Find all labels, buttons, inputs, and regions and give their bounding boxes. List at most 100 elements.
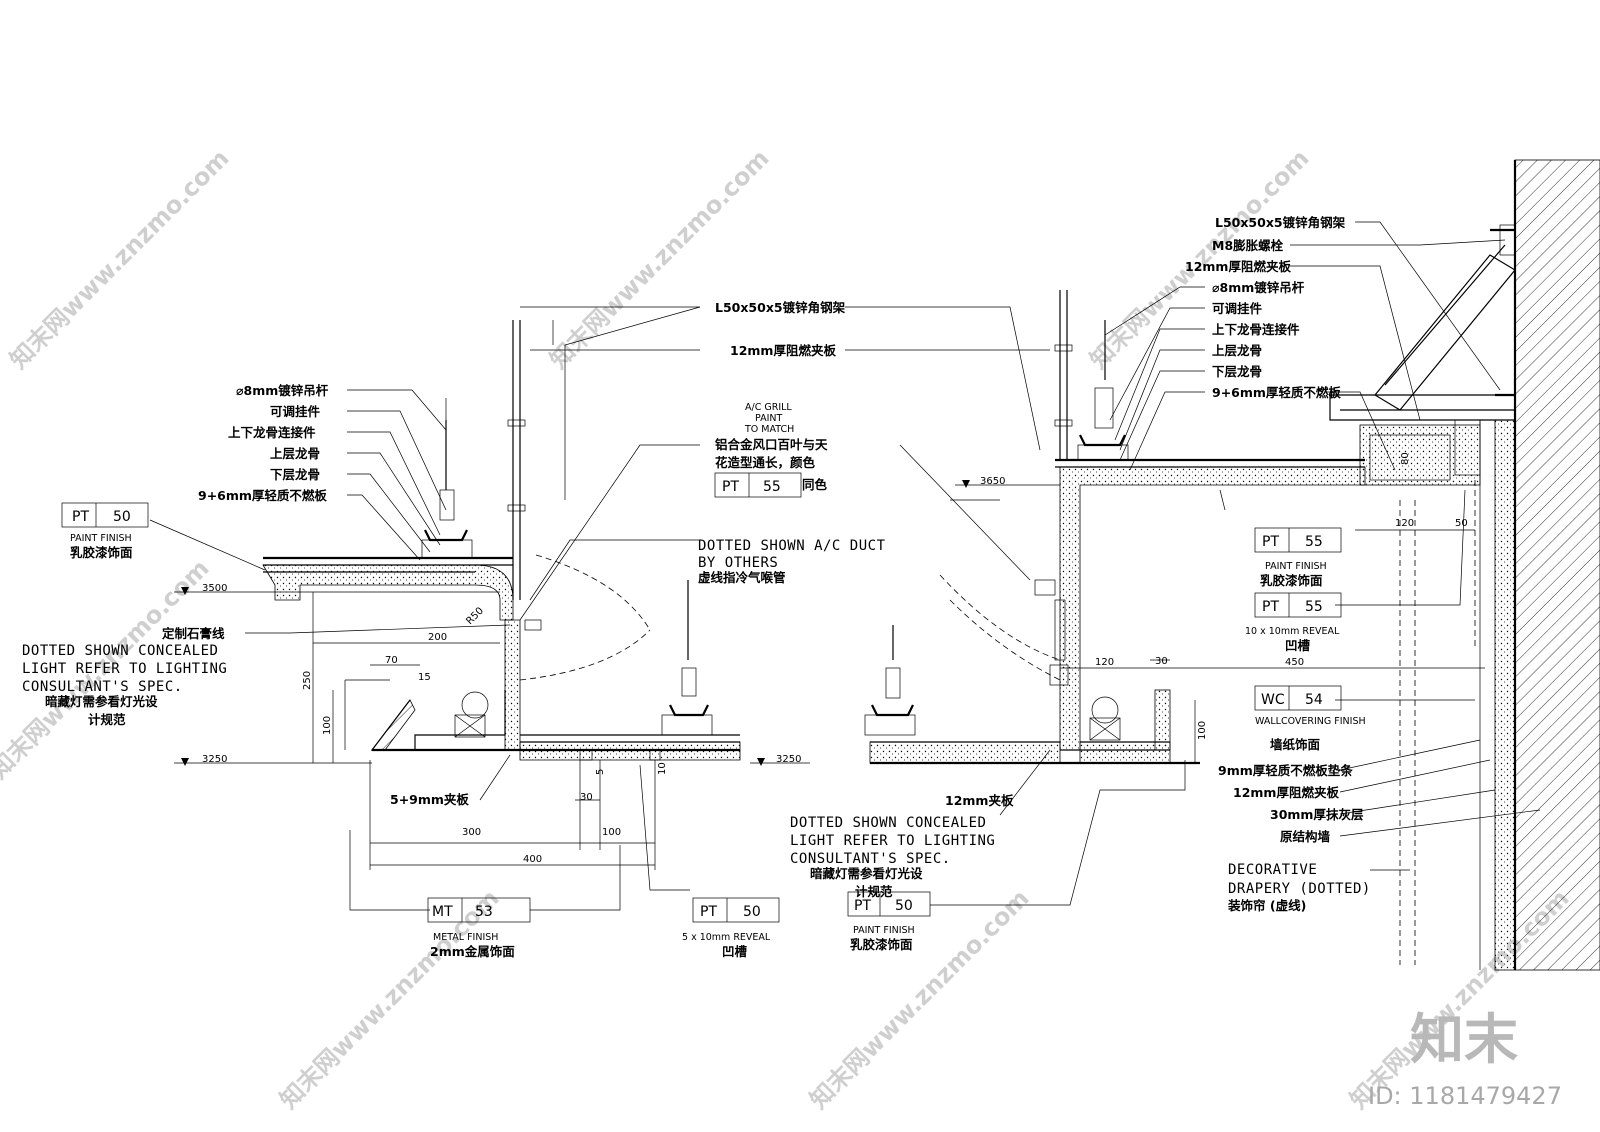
tag-finish-en: PAINT FINISH (853, 925, 915, 936)
note-ac-grill-en: PAINT (755, 413, 783, 424)
original-wall (1514, 159, 1600, 971)
left-labels: ⌀8mm镀锌吊杆 可调挂件 上下龙骨连接件 上层龙骨 下层龙骨 9+6mm厚轻质… (22, 300, 886, 865)
label-hanger-rod-right: ⌀8mm镀锌吊杆 (1212, 280, 1305, 295)
tag-finish-en: WALLCOVERING FINISH (1255, 716, 1366, 727)
dim-250: 250 (302, 671, 313, 690)
label-upper-keel-right: 上层龙骨 (1212, 343, 1262, 358)
watermark-id: ID: 1181479427 (1368, 1082, 1562, 1110)
dim-100-b: 100 (602, 827, 621, 838)
tag-pt50-reveal: PT 50 5 x 10mm REVEAL 凹槽 (682, 897, 780, 959)
tag-finish-en: METAL FINISH (433, 932, 498, 943)
note-concealed-light-en-right: LIGHT REFER TO LIGHTING (790, 833, 995, 849)
tag-finish-cn: 乳胶漆饰面 (1260, 573, 1323, 588)
note-ac-duct-en: DOTTED SHOWN A/C DUCT (698, 538, 886, 554)
label-custom-plaster-line: 定制石膏线 (161, 626, 225, 641)
dim-120: 120 (1095, 657, 1114, 668)
tag-num: 50 (743, 904, 761, 920)
label-fire-board-right: 12mm厚阻燃夹板 (1185, 259, 1291, 274)
dim-5: 5 (595, 769, 606, 775)
tag-code: PT (700, 904, 717, 920)
level-3650: 3650 (980, 476, 1005, 487)
right-section (864, 159, 1600, 971)
right-labels: L50x50x5镀锌角钢架 M8膨胀螺栓 12mm厚阻燃夹板 ⌀8mm镀锌吊杆 … (790, 215, 1468, 913)
tag-pt50-left: PT 50 PAINT FINISH 乳胶漆饰面 (61, 502, 149, 560)
dim-400: 400 (523, 854, 542, 865)
tag-code: PT (72, 509, 89, 525)
tag-finish-en: 5 x 10mm REVEAL (682, 932, 771, 943)
watermark-text: 知末网www.znzmo.com (4, 144, 234, 374)
dim-30: 30 (580, 792, 593, 803)
dim-30-right: 30 (1155, 656, 1168, 667)
note-drapery-en: DECORATIVE (1228, 862, 1317, 878)
note-concealed-light-en-right: DOTTED SHOWN CONCEALED (790, 815, 986, 831)
watermark-logo: 知末 (1410, 1008, 1518, 1071)
tag-code: PT (722, 479, 739, 495)
label-expansion-bolt: M8膨胀螺栓 (1212, 238, 1284, 253)
note-concealed-light-en: LIGHT REFER TO LIGHTING (22, 661, 227, 677)
label-wall: 原结构墙 (1280, 829, 1331, 844)
note-ac-grill-en: TO MATCH (744, 424, 794, 435)
label-hanger-rod: ⌀8mm镀锌吊杆 (236, 383, 329, 398)
note-concealed-light-cn-right: 计规范 (855, 884, 893, 899)
dim-70: 70 (385, 655, 398, 666)
note-concealed-light-cn: 计规范 (88, 712, 126, 727)
label-upper-keel: 上层龙骨 (270, 446, 320, 461)
tag-pt55-reveal: PT 55 10 x 10mm REVEAL 凹槽 (1245, 592, 1342, 653)
label-keel-connector-right: 上下龙骨连接件 (1212, 322, 1300, 337)
note-ac-same-color: 同色 (802, 477, 828, 492)
label-plywood: 5+9mm夹板 (390, 792, 469, 807)
tag-finish-en: PAINT FINISH (70, 533, 132, 544)
note-ac-duct-en: BY OTHERS (698, 555, 778, 571)
tag-num: 50 (895, 898, 913, 914)
note-drapery-en: DRAPERY (DOTTED) (1228, 881, 1371, 897)
label-keel-connector: 上下龙骨连接件 (228, 425, 316, 440)
label-adjustable-hanger: 可调挂件 (270, 404, 321, 419)
tag-num: 55 (763, 479, 781, 495)
level-3500: 3500 (202, 583, 227, 594)
left-section (149, 306, 1050, 911)
label-gypsum-board: 9+6mm厚轻质不燃板 (198, 488, 327, 503)
tag-num: 50 (113, 509, 131, 525)
watermark-text: 知末网www.znzmo.com (544, 144, 774, 374)
tag-num: 55 (1305, 599, 1323, 615)
label-plaster: 30mm厚抹灰层 (1270, 807, 1364, 822)
label-plywood12: 12mm夹板 (945, 793, 1014, 808)
dim-300: 300 (462, 827, 481, 838)
dim-10: 10 (657, 762, 668, 775)
label-lower-keel-right: 下层龙骨 (1212, 364, 1262, 379)
tag-finish-cn: 凹槽 (722, 944, 748, 959)
tag-finish-cn: 2mm金属饰面 (430, 944, 515, 959)
watermark-text: 知末网www.znzmo.com (274, 884, 504, 1114)
tag-pt50-mid: PT 50 PAINT FINISH 乳胶漆饰面 (847, 891, 931, 952)
dim-50: 50 (1455, 518, 1468, 529)
tag-code: PT (1262, 534, 1279, 550)
tag-finish-cn: 凹槽 (1285, 638, 1311, 653)
tag-code: MT (432, 904, 453, 920)
label-fire-board-2: 12mm厚阻燃夹板 (1233, 785, 1339, 800)
tag-mt53: MT 53 METAL FINISH 2mm金属饰面 (427, 897, 531, 959)
tag-code: PT (1262, 599, 1279, 615)
dim-100: 100 (322, 716, 333, 735)
structural-wall (1494, 419, 1516, 971)
label-adjustable-hanger-right: 可调挂件 (1212, 301, 1263, 316)
label-gypsum-board-right: 9+6mm厚轻质不燃板 (1212, 385, 1341, 400)
tag-num: 54 (1305, 692, 1323, 708)
dim-80: 80 (1400, 452, 1411, 465)
tag-pt55-grill: PT 55 (714, 472, 802, 498)
level-3250-mid: 3250 (776, 754, 801, 765)
tag-finish-cn: 墙纸饰面 (1270, 737, 1321, 752)
level-3250: 3250 (202, 754, 227, 765)
label-strip: 9mm厚轻质不燃板垫条 (1218, 763, 1353, 778)
tag-pt55-right: PT 55 PAINT FINISH 乳胶漆饰面 (1254, 527, 1342, 588)
tag-wc54: WC 54 WALLCOVERING FINISH 墙纸饰面 (1254, 685, 1366, 752)
label-angle-frame: L50x50x5镀锌角钢架 (715, 300, 846, 315)
tag-finish-cn: 乳胶漆饰面 (850, 937, 913, 952)
tag-finish-en: PAINT FINISH (1265, 561, 1327, 572)
note-drapery-cn: 装饰帘 (虚线) (1227, 898, 1306, 913)
tag-code: WC (1261, 692, 1285, 708)
note-concealed-light-en-right: CONSULTANT'S SPEC. (790, 851, 951, 867)
label-lower-keel: 下层龙骨 (270, 467, 320, 482)
dim-15: 15 (418, 672, 431, 683)
note-concealed-light-cn: 暗藏灯需参看灯光设 (45, 694, 158, 709)
